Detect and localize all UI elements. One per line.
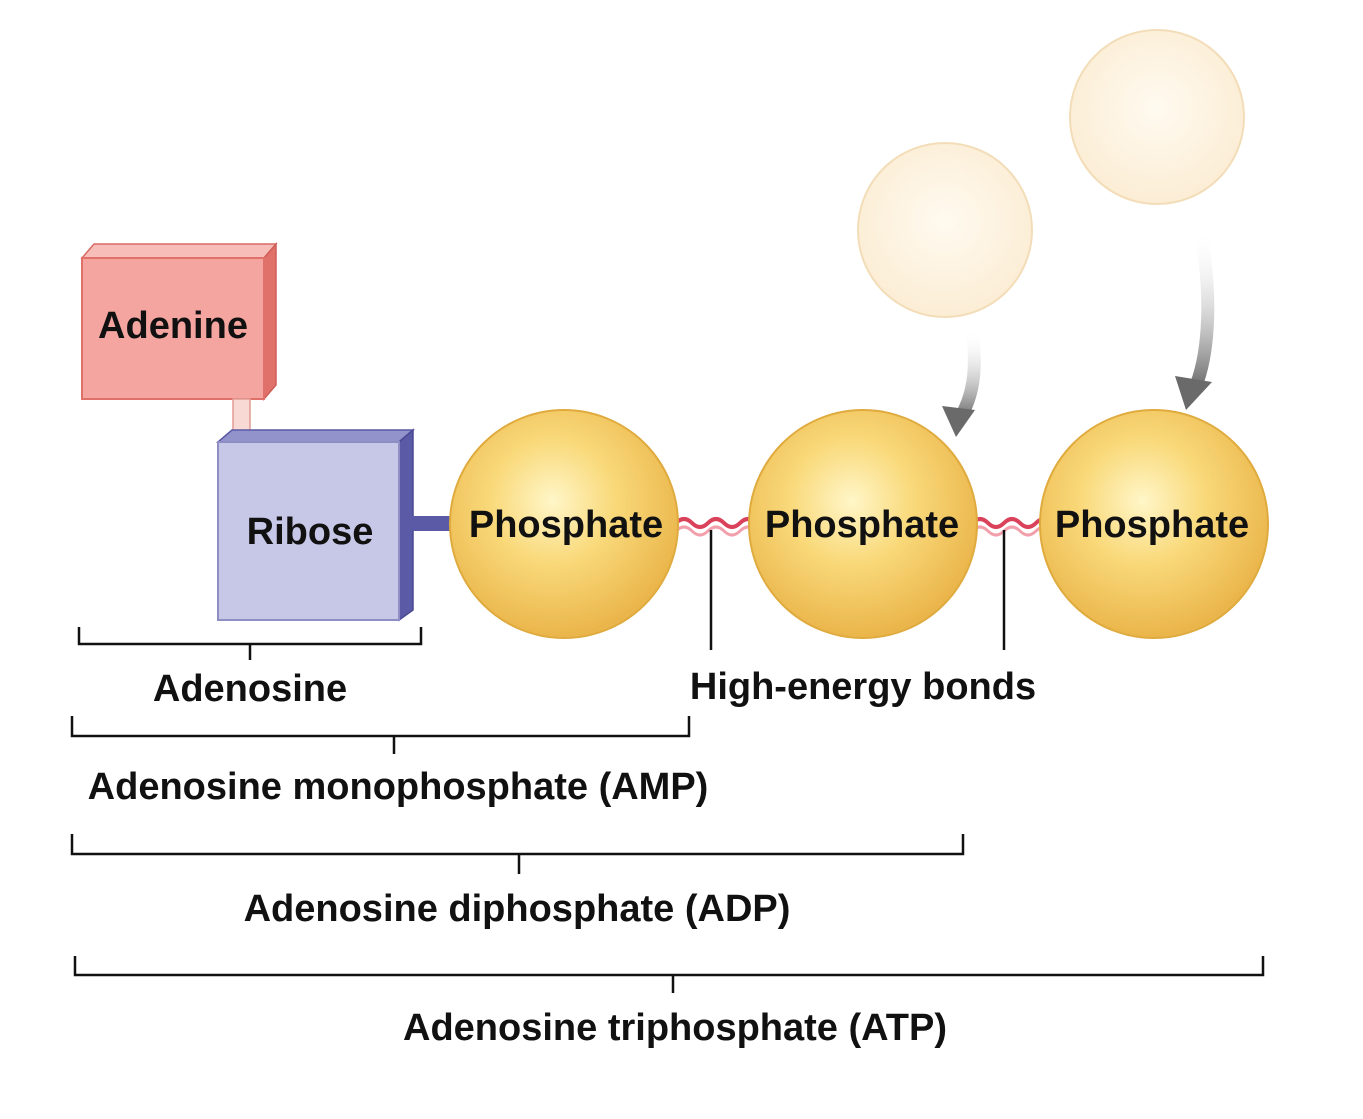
adenine-label: Adenine [98,305,248,347]
addition-arrow-2 [1175,223,1215,410]
high-energy-bonds-label: High-energy bonds [690,666,1036,708]
adp-bracket [70,834,965,874]
phosphate-1-label: Phosphate [469,504,663,546]
ribose-box: Ribose [215,428,416,622]
adenine-box: Adenine [80,241,278,402]
addition-arrow-1 [942,323,981,437]
adenosine-label: Adenosine [153,668,347,710]
adenosine-bracket [77,627,423,660]
amp-label: Adenosine monophosphate (AMP) [88,766,709,808]
incoming-phosphate-ghost-2 [1069,29,1245,205]
phosphate-2-label: Phosphate [765,504,959,546]
atp-label: Adenosine triphosphate (ATP) [403,1007,947,1049]
phosphate-3-label: Phosphate [1055,504,1249,546]
phosphate-3: Phosphate [1039,409,1269,639]
high-energy-bond-2 [970,517,1054,537]
atp-bracket [73,956,1265,993]
adp-label: Adenosine diphosphate (ADP) [244,888,791,930]
incoming-phosphate-ghost-1 [857,142,1033,318]
ribose-label: Ribose [247,511,374,553]
amp-bracket [70,716,691,754]
phosphate-2: Phosphate [748,409,978,639]
ribose-phosphate-connector [412,516,454,531]
phosphate-1: Phosphate [449,409,679,639]
high-energy-bond-1 [674,517,758,537]
